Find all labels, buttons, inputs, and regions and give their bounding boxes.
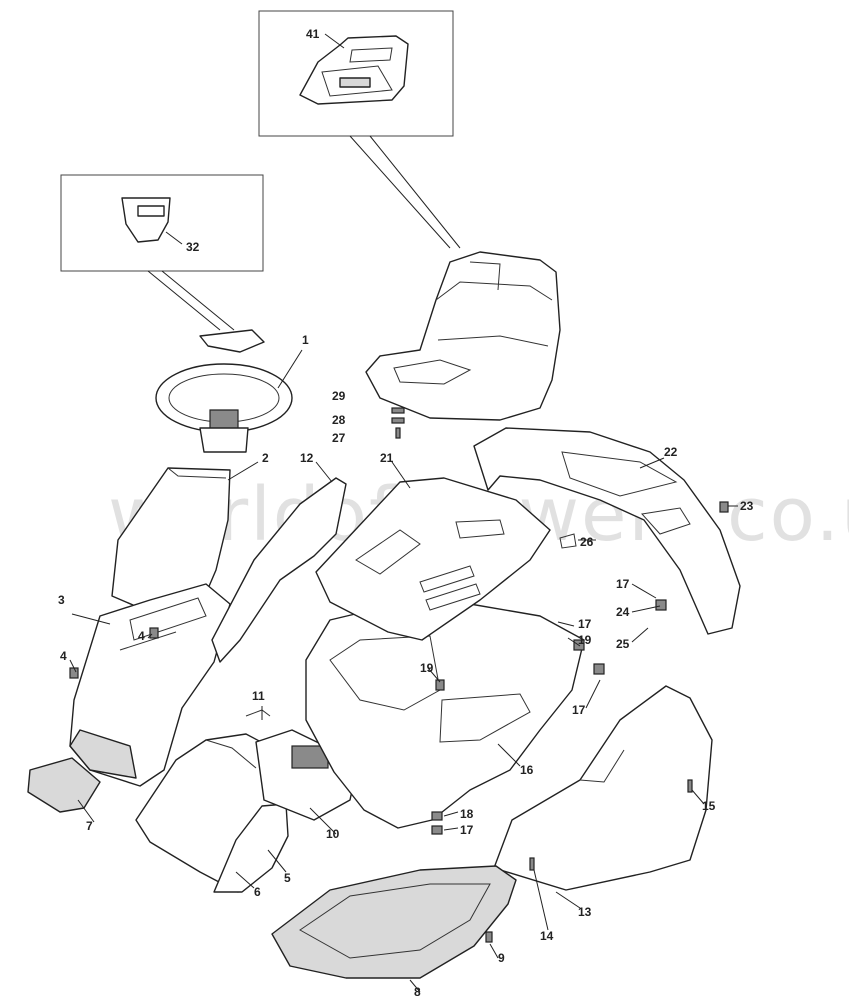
callout-11: 11	[252, 689, 265, 703]
callout-1: 1	[302, 333, 309, 347]
callout-17-lower: 17	[460, 823, 474, 837]
callout-10: 10	[326, 827, 340, 841]
floor-mat	[271, 865, 517, 979]
callout-24: 24	[616, 605, 630, 619]
cap-connector-line-2	[161, 270, 235, 331]
callout-4-dash: 4	[138, 629, 145, 643]
callout-25: 25	[616, 637, 630, 651]
callout-23: 23	[740, 499, 754, 513]
dash-console	[69, 583, 231, 787]
callout-19-floor: 19	[420, 661, 434, 675]
callout-17-rear: 17	[616, 577, 630, 591]
callout-19-side: 19	[578, 633, 592, 647]
callout-5: 5	[284, 871, 291, 885]
callout-14: 14	[540, 929, 554, 943]
callout-41: 41	[306, 27, 320, 41]
callout-6: 6	[254, 885, 261, 899]
callout-18: 18	[460, 807, 474, 821]
callout-3: 3	[58, 593, 65, 607]
inset-box-seat: 41	[258, 10, 454, 137]
callout-16: 16	[520, 763, 534, 777]
seat-connector-line-2	[369, 135, 461, 249]
callout-12: 12	[300, 451, 314, 465]
leader-lines	[69, 457, 738, 993]
callout-26: 26	[580, 535, 594, 549]
callout-27: 27	[332, 431, 346, 445]
floor-panel	[315, 477, 551, 641]
inset-box-cap: 32	[60, 174, 264, 272]
right-fender	[493, 685, 713, 891]
steering-cap	[199, 329, 265, 353]
callout-22: 22	[664, 445, 678, 459]
callout-28: 28	[332, 413, 346, 427]
callout-7: 7	[86, 819, 93, 833]
inner-wall	[211, 477, 347, 663]
callout-21: 21	[380, 451, 394, 465]
callout-9: 9	[498, 951, 505, 965]
callout-numbers: 1 2 3 4 4 5 6 7 8 9 10 11 12 13 14 15 16…	[58, 333, 754, 999]
seat-connector-line	[349, 135, 451, 249]
callout-29: 29	[332, 389, 346, 403]
steering-wheel	[155, 349, 303, 453]
callout-2: 2	[262, 451, 269, 465]
callout-17-side: 17	[572, 703, 586, 717]
callout-32: 32	[186, 240, 200, 254]
callout-4-side: 4	[60, 649, 67, 663]
cap-connector-line	[147, 270, 221, 331]
callout-15: 15	[702, 799, 716, 813]
callout-8: 8	[414, 985, 421, 999]
rear-body	[473, 427, 741, 635]
callout-13: 13	[578, 905, 592, 919]
seat	[365, 251, 561, 421]
callout-17-mid: 17	[578, 617, 592, 631]
hardware-items	[69, 407, 729, 943]
